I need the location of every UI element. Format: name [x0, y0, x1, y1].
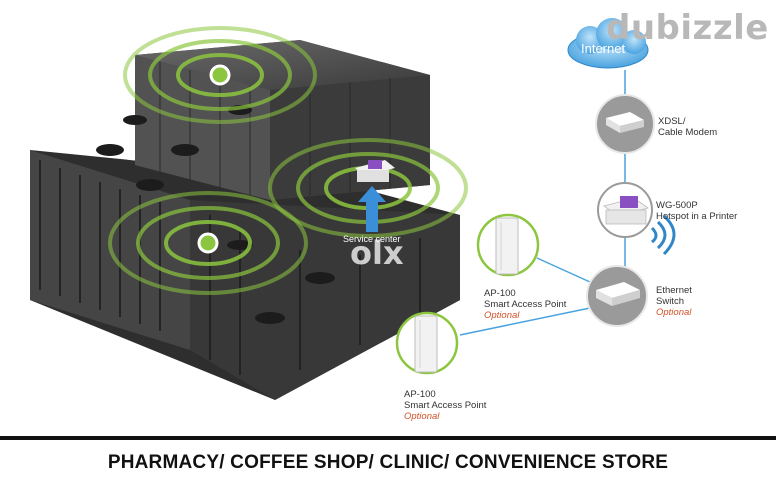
network-connections: [459, 70, 626, 336]
access-point-node-bottom: [395, 311, 459, 375]
access-point-dot-upper: [209, 64, 231, 86]
ap-top-label: AP-100 Smart Access Point Optional: [484, 288, 567, 321]
printer-label: WG-500P Hotspot in a Printer: [656, 200, 738, 222]
switch-label: Ethernet Switch Optional: [656, 285, 692, 318]
building-illustration: [30, 40, 460, 400]
dubizzle-watermark: dubizzle: [606, 8, 769, 48]
internet-cloud: [567, 18, 649, 69]
footer-title: PHARMACY/ COFFEE SHOP/ CLINIC/ CONVENIEN…: [107, 452, 669, 473]
modem-label: XDSL/ Cable Modem: [658, 116, 718, 138]
access-point-node-top: [476, 213, 540, 277]
ethernet-switch-node: [586, 265, 648, 327]
olx-watermark: olx: [350, 234, 404, 272]
printer-on-counter: [355, 160, 395, 182]
service-center-overlay: Service center: [343, 234, 401, 244]
access-point-dot-lower: [197, 232, 219, 254]
upload-arrow: [358, 186, 386, 232]
internet-label: Internet: [581, 41, 626, 56]
wifi-signal-icon: [650, 214, 676, 256]
ap-bottom-label: AP-100 Smart Access Point Optional: [404, 389, 487, 422]
footer-divider: [0, 436, 776, 440]
printer-node: [597, 182, 653, 238]
modem-node: [595, 94, 655, 154]
